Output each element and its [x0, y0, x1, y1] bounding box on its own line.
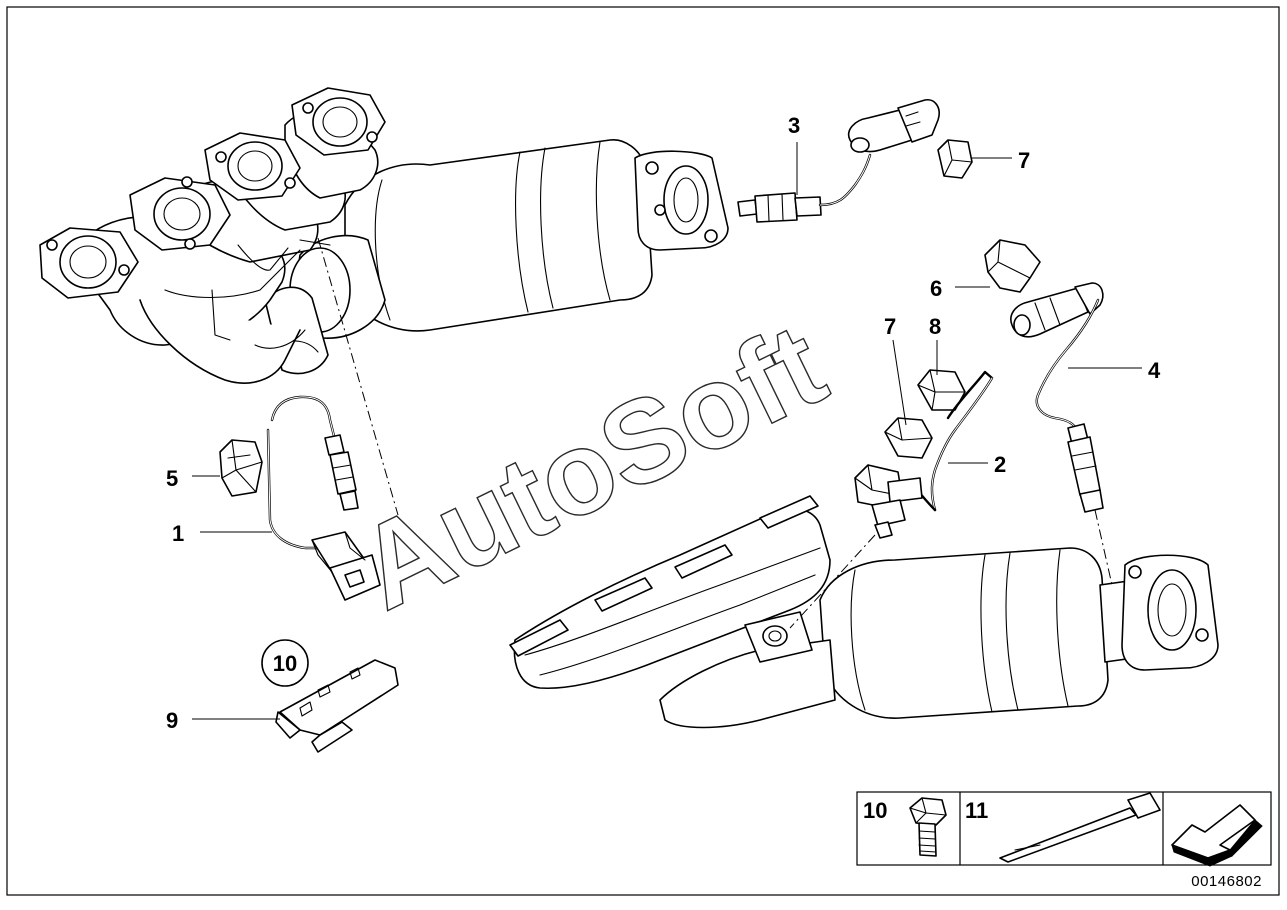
clip-6	[984, 239, 1041, 293]
sensor-1-position-line	[317, 237, 399, 516]
callouts: 1 2 3 4 5 6 7 7 8 9 10	[166, 113, 1161, 733]
diagram-code: 00146802	[1191, 873, 1262, 890]
callout-10-circled: 10	[273, 651, 297, 676]
diagram-frame	[6, 6, 1280, 896]
lower-exhaust-assembly	[509, 495, 1219, 729]
clip-5	[219, 439, 263, 497]
oxygen-sensor-2	[854, 370, 994, 539]
callout-7-upper: 7	[1018, 148, 1030, 173]
callout-4: 4	[1148, 358, 1161, 383]
callout-1: 1	[172, 521, 184, 546]
callout-5: 5	[166, 466, 178, 491]
sensor-2-position-line	[789, 534, 876, 629]
oxygen-sensor-3	[737, 98, 940, 223]
clip-7-upper	[937, 139, 973, 179]
callout-9: 9	[166, 708, 178, 733]
callout-2: 2	[994, 452, 1006, 477]
callout-10-circle	[261, 639, 309, 687]
callout-6: 6	[930, 276, 942, 301]
bracket-9	[275, 659, 399, 753]
callout-3: 3	[788, 113, 800, 138]
cable-tie-icon	[999, 792, 1161, 863]
legend-item-10-label: 10	[863, 798, 887, 823]
callout-7-middle: 7	[884, 314, 896, 339]
legend-item-11-label: 11	[965, 798, 988, 823]
hardware-legend: 10 11	[856, 791, 1272, 867]
oxygen-sensor-1	[266, 395, 381, 601]
arrow-icon	[1171, 804, 1263, 867]
bolt-icon	[909, 797, 947, 857]
sensor-4-position-line	[1094, 509, 1113, 586]
upper-exhaust-assembly	[39, 87, 729, 384]
oxygen-sensor-4	[1010, 282, 1104, 513]
clip-8	[917, 369, 966, 411]
clip-7-middle	[884, 417, 933, 459]
callout-8: 8	[929, 314, 941, 339]
